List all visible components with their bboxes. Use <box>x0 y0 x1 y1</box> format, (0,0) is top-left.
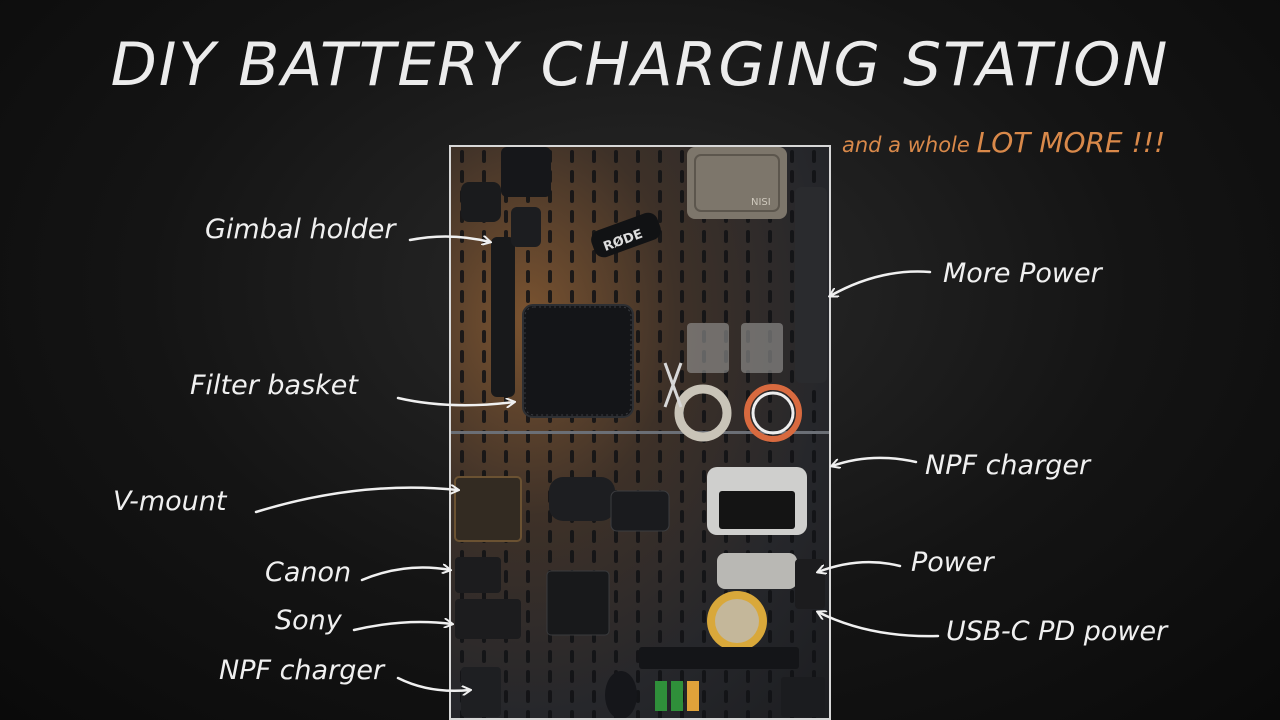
usb-charger <box>795 559 825 609</box>
wire-basket <box>546 570 610 636</box>
battery <box>655 681 667 711</box>
label-gimbal-holder: Gimbal holder <box>205 214 396 245</box>
rode-microphone: RØDE <box>591 212 661 258</box>
label-npf-charger-left: NPF charger <box>219 655 385 686</box>
arrow-npf-charger-right <box>832 456 918 466</box>
arrow-canon <box>360 568 450 582</box>
arrow-more-power <box>830 270 932 297</box>
power-strip <box>795 187 827 383</box>
nisi-filter-case: NISI <box>687 147 787 219</box>
clear-case-right <box>741 323 783 373</box>
scissors <box>663 362 683 408</box>
subtitle-emphasis: LOT MORE !!! <box>976 126 1166 159</box>
gimbal <box>461 147 551 397</box>
label-npf-charger-right: NPF charger <box>925 450 1091 481</box>
dust-blower <box>605 671 637 718</box>
pouch <box>549 477 615 521</box>
arrow-usb-c-pd-power <box>818 612 940 638</box>
masking-tape <box>674 384 732 442</box>
label-v-mount: V-mount <box>113 486 227 517</box>
orange-tape <box>744 384 802 442</box>
subtitle: and a whole LOT MORE !!! <box>842 126 1165 159</box>
clear-case-left <box>687 323 729 373</box>
label-usb-c-pd-power: USB-C PD power <box>946 616 1168 647</box>
label-filter-basket: Filter basket <box>190 370 358 401</box>
drone <box>717 553 797 589</box>
sony-charger <box>455 599 521 639</box>
filter-basket <box>522 304 634 418</box>
label-sony: Sony <box>275 605 342 636</box>
label-canon: Canon <box>265 557 352 588</box>
arrow-v-mount <box>254 488 458 514</box>
dji-controller <box>707 467 807 535</box>
small-basket <box>610 490 670 532</box>
page-title: DIY BATTERY CHARGING STATION <box>110 30 1170 100</box>
label-power: Power <box>911 547 994 578</box>
canon-charger <box>455 557 501 593</box>
pegboard-illustration: RØDE NISI <box>451 147 829 718</box>
tray <box>639 647 799 669</box>
subtitle-prefix: and a whole <box>842 133 977 157</box>
arrow-sony <box>352 622 452 632</box>
pegboard-photo: RØDE NISI <box>449 145 831 720</box>
label-more-power: More Power <box>943 258 1102 289</box>
nisi-logo-text: NISI <box>751 197 771 208</box>
npf-charger-bottom <box>461 667 501 717</box>
aa-charger <box>781 677 825 717</box>
v-mount-plate <box>454 476 522 542</box>
